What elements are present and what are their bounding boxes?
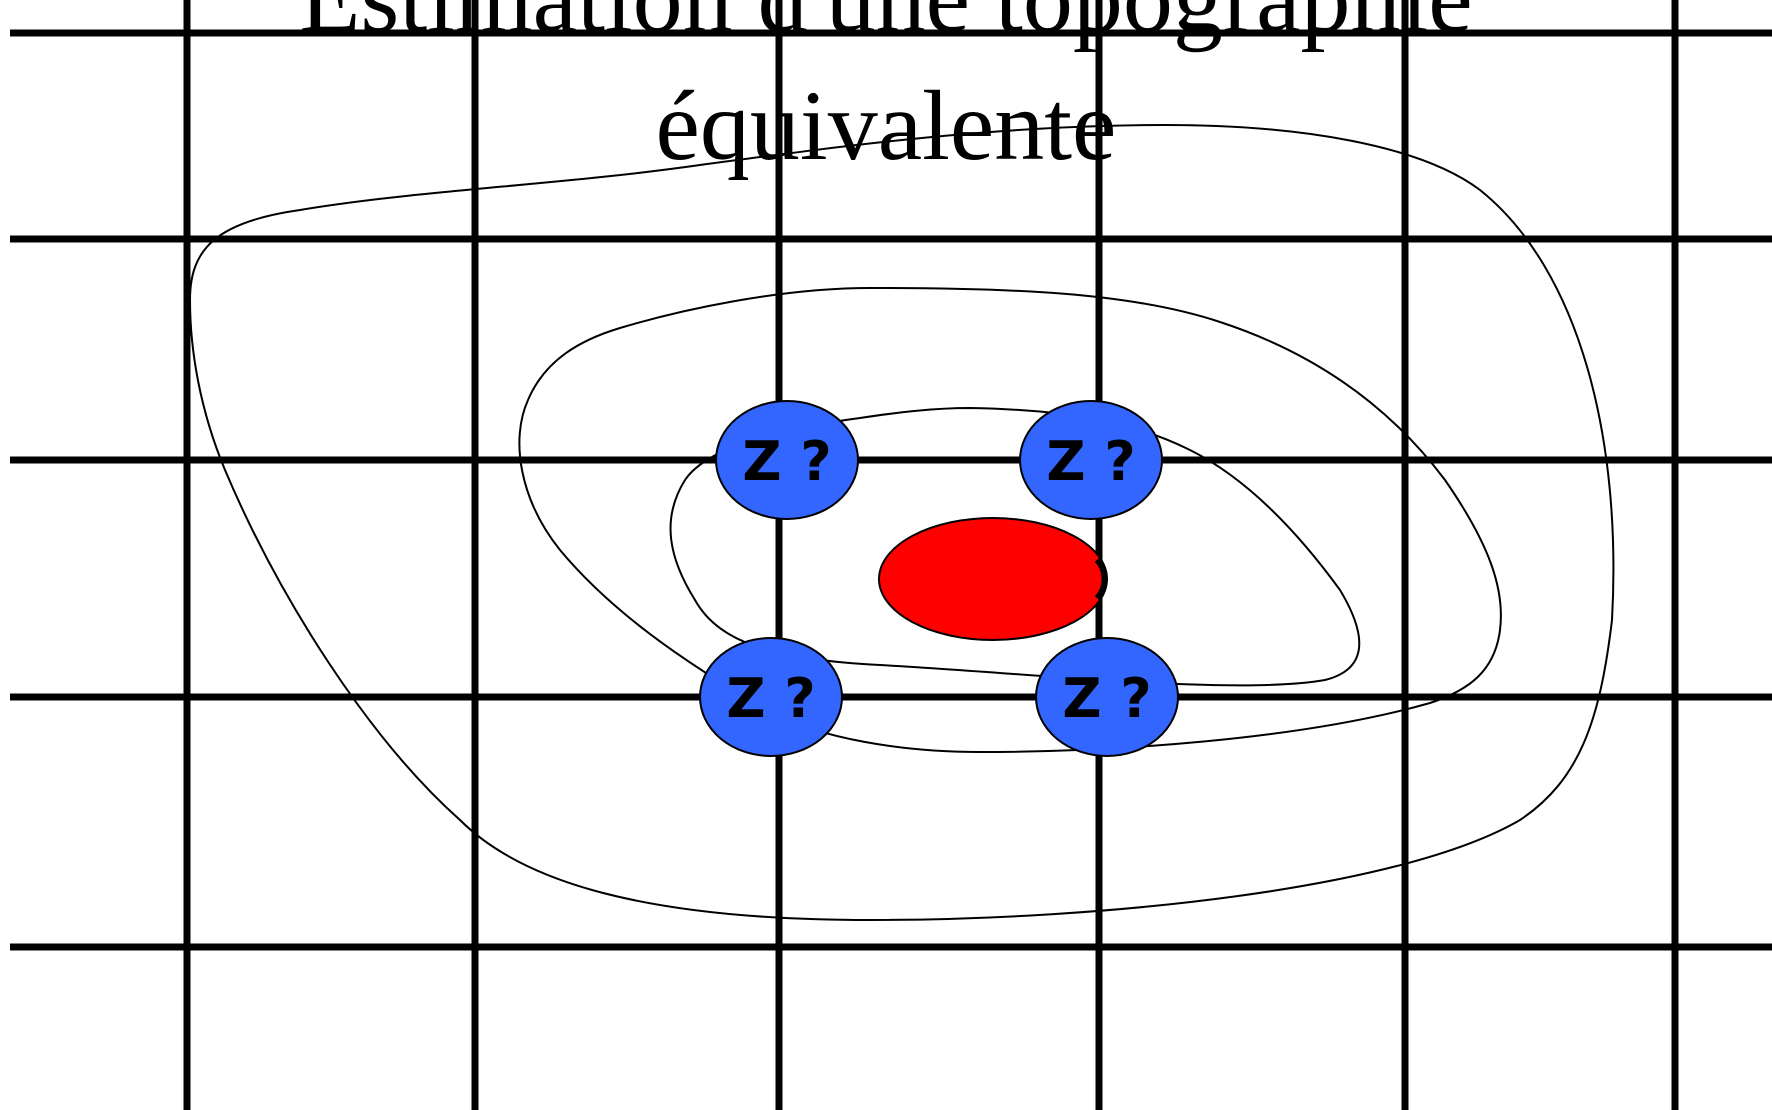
unknown-node-marker (715, 400, 859, 520)
unknown-node-3: Z ? (699, 637, 843, 757)
target-point (878, 517, 1108, 641)
title-line-1: Estimation d'une topographie (0, 0, 1772, 48)
unknown-node-marker (1019, 400, 1163, 520)
unknown-node-marker (1035, 637, 1179, 757)
contour-middle (518, 286, 1502, 754)
unknown-node-label: Z ? (1046, 430, 1135, 493)
unknown-node-4: Z ? (1035, 637, 1179, 757)
unknown-node-1: Z ? (715, 400, 859, 520)
title-line-2: équivalente (655, 70, 1117, 181)
contour-outer (188, 123, 1615, 922)
unknown-node-marker (699, 637, 843, 757)
unknown-node-label: Z ? (1062, 667, 1151, 730)
target-point-edge (1094, 557, 1108, 601)
grid (10, 0, 1772, 1110)
unknown-node-label: Z ? (742, 430, 831, 493)
unknown-node-2: Z ? (1019, 400, 1163, 520)
unknown-node-label: Z ? (726, 667, 815, 730)
contour-lines (188, 123, 1615, 922)
